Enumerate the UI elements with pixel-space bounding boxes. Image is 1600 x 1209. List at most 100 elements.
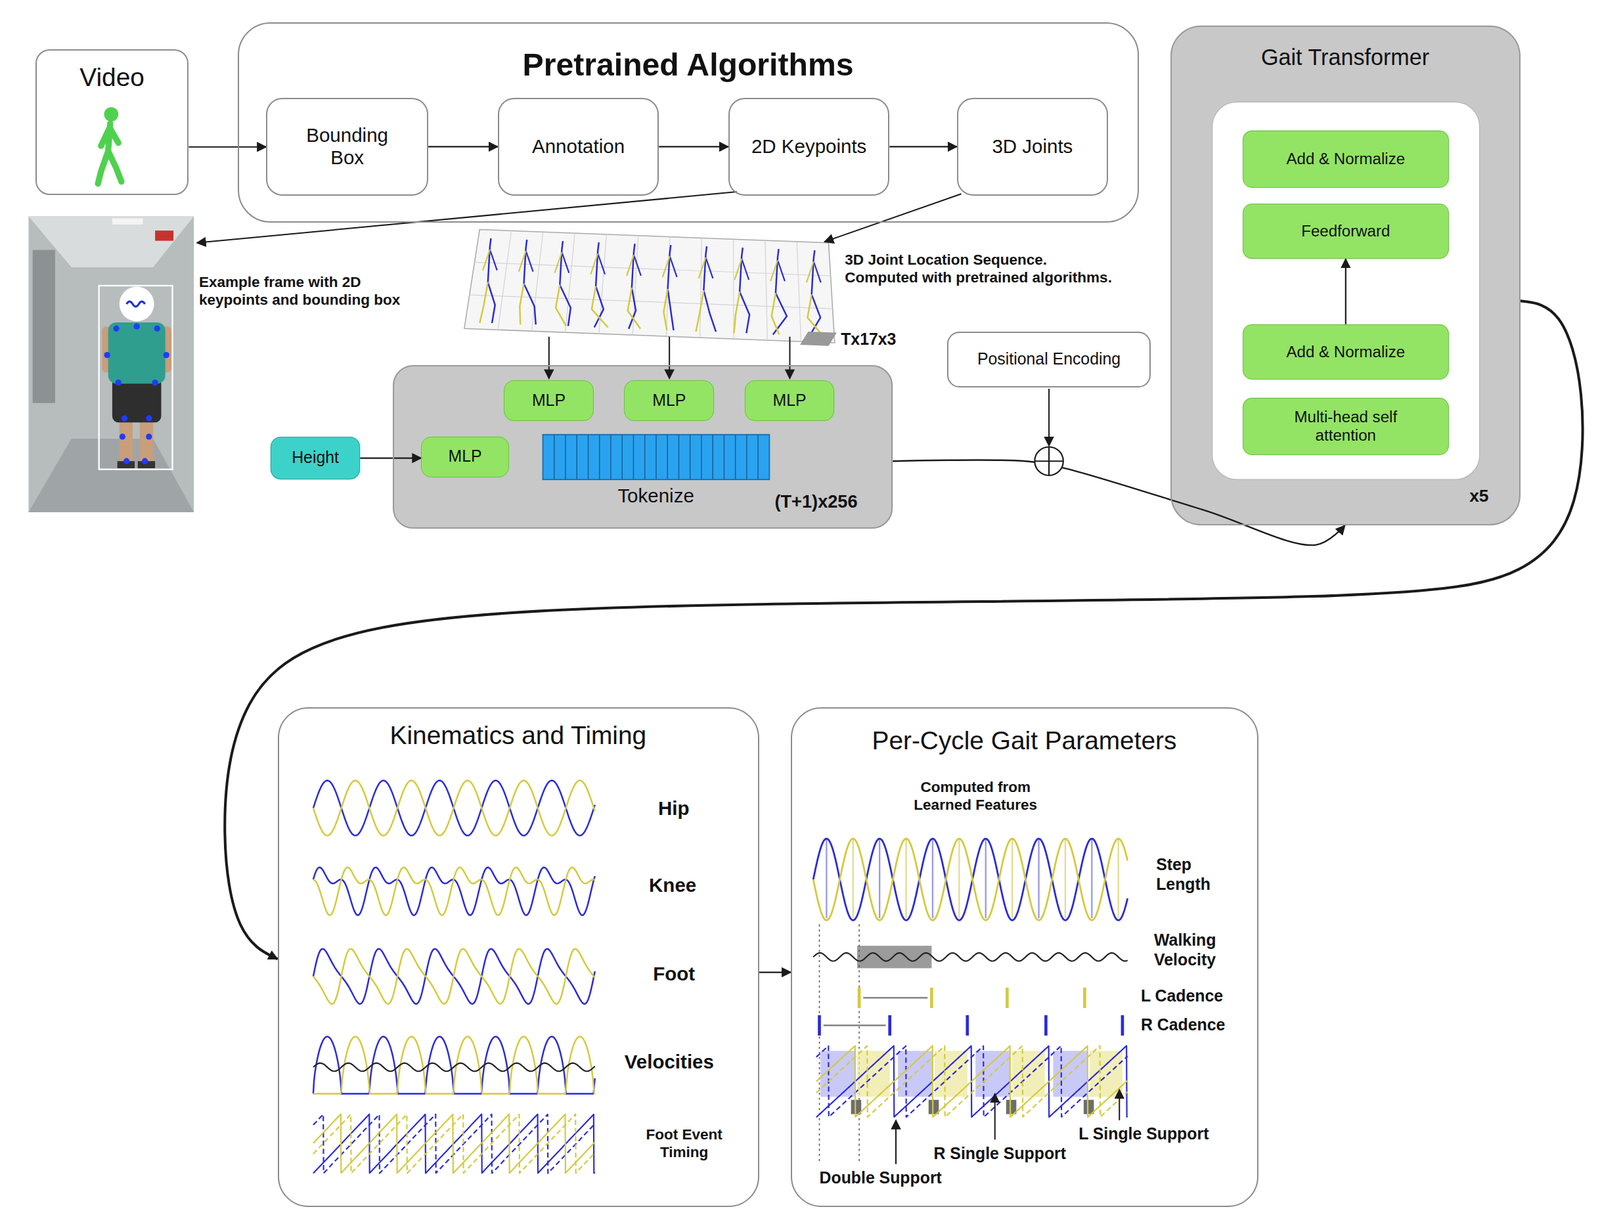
box-fill-group (956, 97, 1109, 196)
stick-figure (590, 242, 608, 328)
leg (807, 294, 823, 336)
panel-subtitle: Computed from Learned Features (903, 778, 1047, 814)
stick-figure (479, 238, 497, 324)
step-marker (878, 838, 881, 919)
leader-arrow (824, 193, 961, 242)
token-bar (543, 434, 770, 480)
spine (703, 246, 707, 291)
box-fill-group (744, 380, 835, 422)
box-label: Multi-head self attention (1279, 407, 1413, 445)
grid-line (765, 240, 768, 341)
sequence-frame (464, 229, 835, 343)
box-label: Feedforward (1301, 222, 1390, 241)
plot-label: Velocities (624, 1050, 743, 1074)
box-label: Bounding Box (296, 124, 399, 169)
arm (777, 260, 785, 282)
box-fill-group (1242, 398, 1449, 456)
token-divider (678, 434, 680, 480)
event-timing-curve (313, 1114, 596, 1174)
callout-arrow (895, 1120, 897, 1165)
tokenizer-group: Tokenize(T+1)x256MLPMLPMLPMLP (392, 365, 893, 529)
layer-box: Add & Normalize (1242, 324, 1449, 380)
box-fill (266, 97, 429, 196)
spine (667, 244, 672, 289)
figure-caption: Example frame with 2D keypoints and boun… (199, 273, 419, 309)
spine (811, 250, 816, 295)
step-curve (813, 838, 1128, 921)
leg (734, 291, 741, 334)
box-fill (497, 97, 659, 196)
cadence-tick (888, 1015, 892, 1036)
leg (627, 287, 641, 330)
box-fill-group (1242, 203, 1449, 259)
leg (739, 291, 750, 334)
token-divider (734, 434, 737, 480)
box-fill-group (728, 97, 890, 196)
callout-arrow (1118, 1089, 1120, 1121)
box-label: Kinematics and Timing (277, 721, 759, 751)
step-marker (1117, 838, 1120, 919)
box-fill-group (503, 380, 594, 422)
step-marker (932, 838, 934, 919)
leader-arrows (197, 191, 1049, 446)
box-fill-group (35, 49, 189, 196)
cadence-tick (1005, 987, 1009, 1009)
step-curve (813, 838, 1128, 921)
leg (591, 286, 609, 328)
keypoint-dot (133, 323, 140, 330)
box-label: Tokenize (542, 484, 770, 508)
box-label: Pretrained Algorithms (237, 46, 1139, 83)
foot-curve (313, 949, 596, 1005)
event-timing-curve (816, 1045, 1128, 1118)
callout-label: R Single Support (933, 1144, 1098, 1164)
token-divider (599, 434, 601, 480)
keypoint-dot (115, 379, 122, 386)
knee-curve (313, 867, 596, 916)
shirt (108, 322, 166, 384)
arm (597, 253, 605, 275)
sum-cross (1034, 446, 1064, 476)
stick-figure (662, 244, 678, 331)
box-label: Height (291, 448, 339, 468)
stick-figure (626, 243, 642, 330)
input-arrow (788, 336, 791, 379)
token-divider (666, 434, 668, 480)
spine (524, 239, 528, 284)
leg (703, 290, 716, 332)
arm (626, 254, 634, 276)
box-fill (1242, 398, 1449, 456)
arm (813, 261, 822, 283)
mlp-box: MLP (744, 380, 835, 422)
layer-box: Add & Normalize (1242, 130, 1449, 188)
double-support-band (1006, 1100, 1017, 1115)
box-label: Video (35, 63, 189, 93)
spine (595, 242, 600, 287)
box-fill (35, 49, 189, 196)
callout-arrow (994, 1093, 996, 1140)
input-arrow (668, 336, 670, 379)
arm (482, 249, 490, 270)
arm (734, 258, 742, 280)
box-note: (T+1)x256 (759, 491, 873, 512)
velocity-curve (313, 1063, 596, 1072)
example-frame (28, 216, 195, 513)
box-fill (956, 97, 1109, 196)
leg (479, 282, 488, 324)
box-label: Positional Encoding (977, 350, 1121, 370)
mlp-box: MLP (503, 380, 594, 422)
box-fill (392, 365, 893, 529)
cadence-tick (817, 1015, 822, 1036)
box-fill-group (1170, 25, 1521, 526)
step-marker (958, 838, 960, 919)
spine (559, 241, 563, 286)
cadence-tick (930, 987, 934, 1009)
leg (524, 283, 536, 325)
arm (806, 261, 814, 283)
box-fill (503, 380, 594, 422)
joint-sequence (464, 229, 837, 347)
box-fill-group (947, 331, 1152, 388)
layer-box: Multi-head self attention (1242, 398, 1449, 456)
box-fill (1242, 203, 1449, 259)
event-timing-curve (313, 1114, 596, 1174)
